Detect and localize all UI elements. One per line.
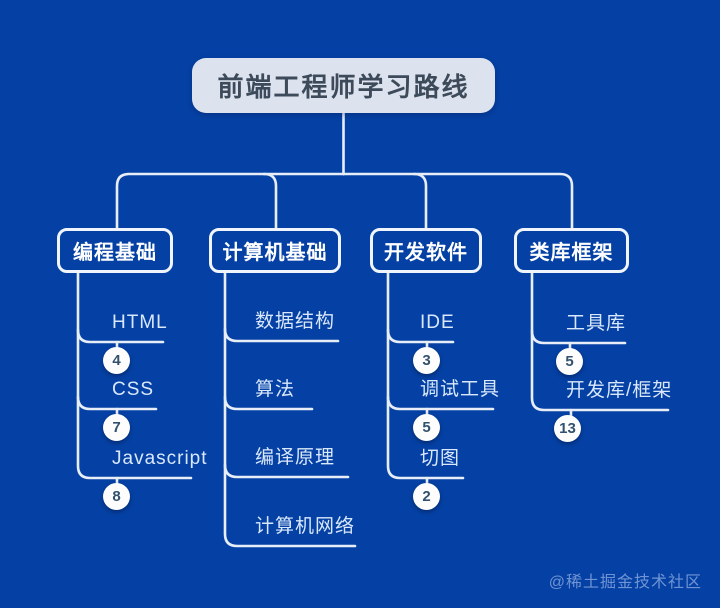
leaf-label-compiler-principles[interactable]: 编译原理: [255, 447, 336, 468]
leaf-label-css[interactable]: CSS: [112, 379, 155, 400]
watermark: @稀土掘金技术社区: [548, 574, 702, 591]
leaf-label-ide[interactable]: IDE: [420, 312, 455, 333]
leaf-label-dev-libraries-frameworks[interactable]: 开发库/框架: [566, 380, 673, 401]
leaf-badge-utility-libraries-count[interactable]: 5: [556, 348, 583, 375]
leaf-label-javascript[interactable]: Javascript: [112, 448, 208, 469]
leaf-label-computer-networks[interactable]: 计算机网络: [255, 516, 356, 537]
leaf-label-algorithms[interactable]: 算法: [255, 379, 296, 400]
branch-node-programming-basics[interactable]: 编程基础: [57, 228, 173, 273]
leaf-badge-dev-libraries-count[interactable]: 13: [554, 415, 581, 442]
leaf-badge-debug-tools-count[interactable]: 5: [413, 414, 440, 441]
leaf-label-slicing[interactable]: 切图: [420, 448, 461, 469]
leaf-badge-javascript-count[interactable]: 8: [103, 483, 130, 510]
leaf-badge-css-count[interactable]: 7: [103, 414, 130, 441]
leaf-label-utility-libraries[interactable]: 工具库: [566, 313, 627, 334]
leaf-label-debug-tools[interactable]: 调试工具: [420, 379, 501, 400]
leaf-badge-slicing-count[interactable]: 2: [413, 483, 440, 510]
leaf-label-data-structures[interactable]: 数据结构: [255, 311, 336, 332]
root-node[interactable]: 前端工程师学习路线: [192, 58, 495, 113]
leaf-badge-ide-count[interactable]: 3: [413, 347, 440, 374]
branch-node-computer-basics[interactable]: 计算机基础: [209, 228, 341, 273]
branch-node-libraries-frameworks[interactable]: 类库框架: [514, 228, 629, 273]
branch-node-dev-software[interactable]: 开发软件: [370, 228, 482, 273]
leaf-label-html[interactable]: HTML: [112, 312, 168, 333]
leaf-badge-html-count[interactable]: 4: [103, 347, 130, 374]
